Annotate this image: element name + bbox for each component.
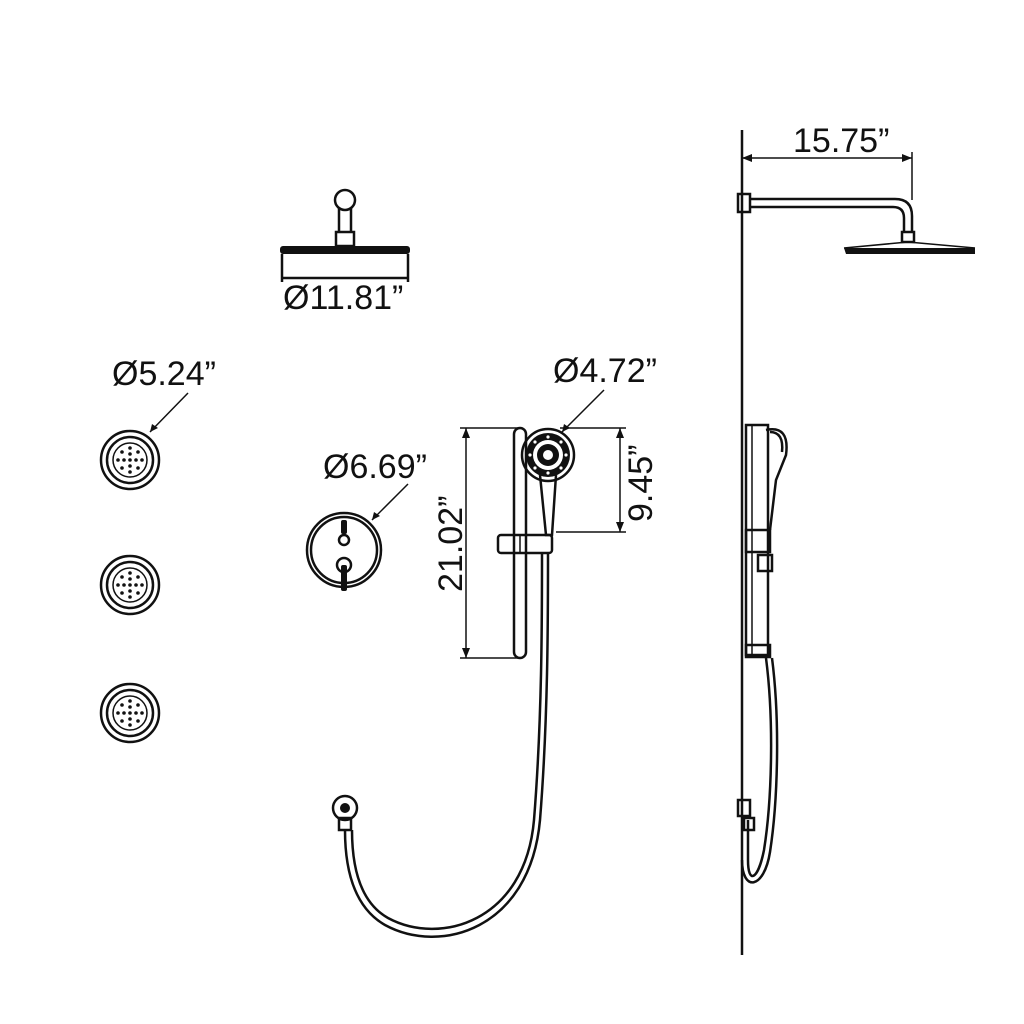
body-jet-2 bbox=[99, 554, 161, 616]
hand-shower-diameter-label: Ø4.72” bbox=[553, 352, 657, 390]
valve-trim-diameter-label: Ø6.69” bbox=[323, 448, 427, 486]
rain-shower-head-front: Ø11.81” bbox=[280, 188, 410, 317]
system-side-view: 15.75” bbox=[736, 122, 976, 955]
valve-trim: Ø6.69” bbox=[305, 448, 427, 591]
body-jets: Ø5.24” bbox=[99, 355, 216, 744]
hand-shower-height-label: 9.45” bbox=[622, 445, 660, 523]
hand-shower-slide-bar: 21.02” Ø4.72” 9.45” bbox=[331, 352, 660, 938]
shower-arm-length-label: 15.75” bbox=[793, 122, 889, 160]
body-jet-3 bbox=[99, 682, 161, 744]
slide-bar-length-label: 21.02” bbox=[432, 496, 470, 592]
body-jet-1 bbox=[99, 429, 161, 491]
rain-head-diameter-label: Ø11.81” bbox=[283, 279, 403, 317]
body-jet-diameter-label: Ø5.24” bbox=[112, 355, 216, 393]
